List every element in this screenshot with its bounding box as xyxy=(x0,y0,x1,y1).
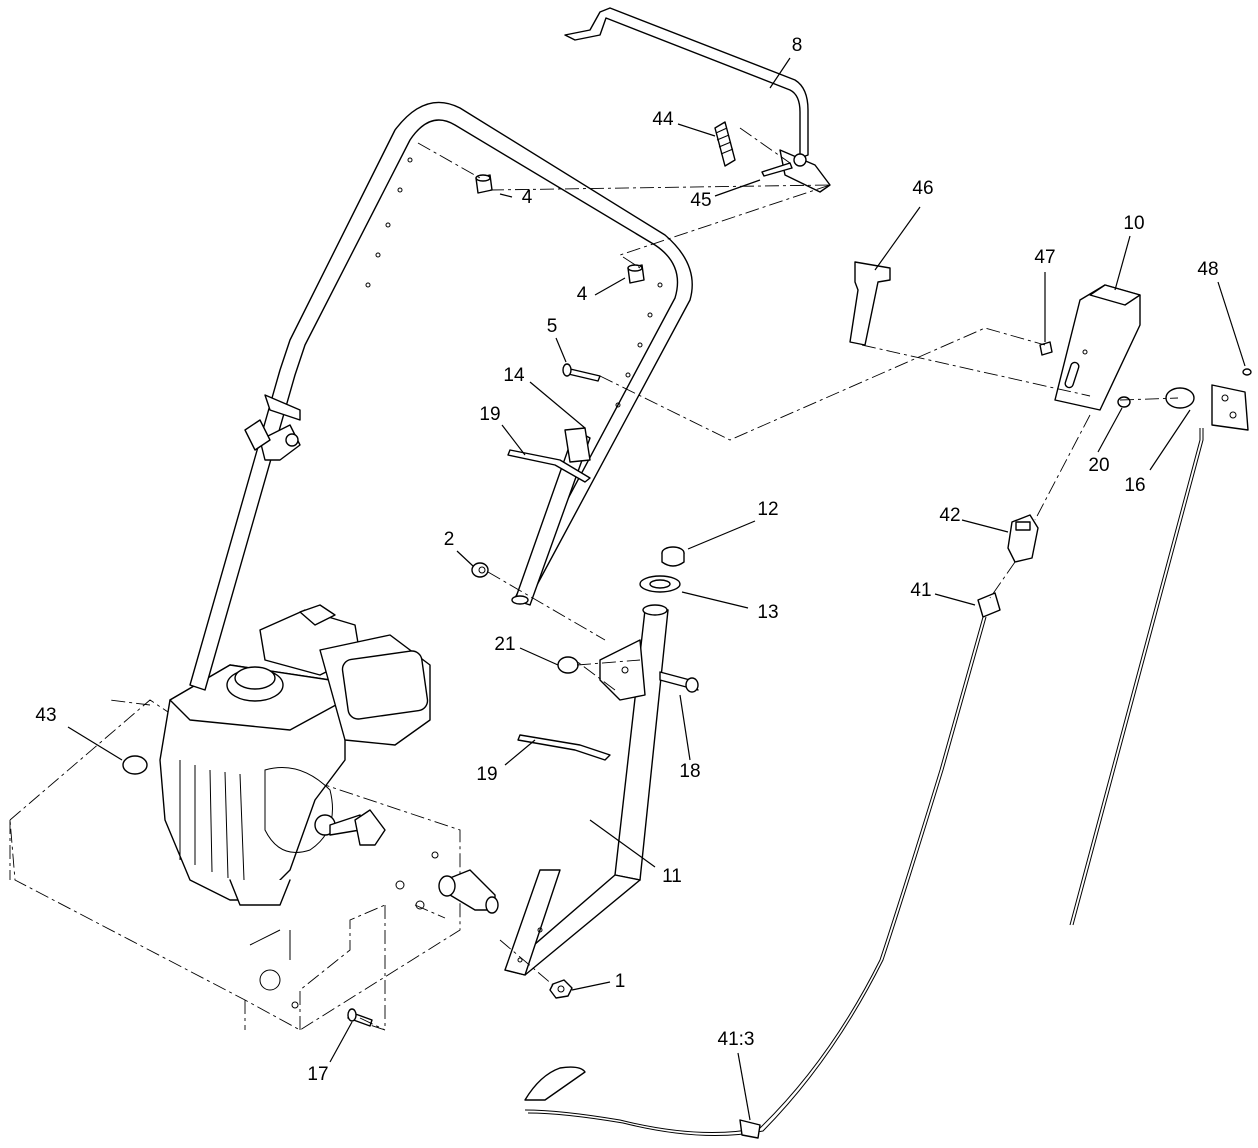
callout-10: 10 xyxy=(1123,213,1144,234)
callout-4-upper: 4 xyxy=(522,187,533,208)
engine xyxy=(159,604,431,906)
knob-21 xyxy=(557,656,579,674)
cable-tie-19-lower xyxy=(517,734,611,761)
handle-tube-11 xyxy=(504,604,669,976)
callout-41-3: 41:3 xyxy=(718,1029,755,1050)
callout-47: 47 xyxy=(1034,247,1055,268)
washer-13 xyxy=(639,575,681,593)
callout-2: 2 xyxy=(444,529,455,550)
bracket-46 xyxy=(849,261,891,346)
callout-19-upper: 19 xyxy=(479,404,500,425)
callout-42: 42 xyxy=(939,505,960,526)
latch-16 xyxy=(1069,384,1249,926)
leader-lines xyxy=(67,57,1246,1121)
plate-10 xyxy=(1054,284,1141,411)
callout-1: 1 xyxy=(615,971,626,992)
assembly-lines xyxy=(109,127,1179,1031)
nut-20 xyxy=(1117,396,1131,408)
switch-42 xyxy=(1007,514,1039,563)
callout-13: 13 xyxy=(757,602,778,623)
callout-17: 17 xyxy=(307,1064,328,1085)
callout-44: 44 xyxy=(652,109,674,130)
spring-44 xyxy=(714,121,736,167)
screw-48 xyxy=(1242,368,1252,376)
callout-18: 18 xyxy=(679,761,700,782)
bolts-4 xyxy=(475,174,645,284)
callout-labels: 8 44 45 4 4 5 14 19 46 10 47 48 20 16 12… xyxy=(35,35,1218,1085)
callout-43: 43 xyxy=(35,705,56,726)
screw-47 xyxy=(1039,341,1053,356)
nut-2 xyxy=(471,562,489,578)
callout-19-lower: 19 xyxy=(476,764,497,785)
callout-48: 48 xyxy=(1197,259,1218,280)
plug-43 xyxy=(122,755,148,775)
bolt-17 xyxy=(347,1008,373,1027)
callout-8: 8 xyxy=(792,35,803,56)
connector-41 xyxy=(524,592,1001,1139)
callout-16: 16 xyxy=(1124,475,1145,496)
mount-bolt xyxy=(438,869,499,914)
cable-tie-19-upper xyxy=(507,449,591,483)
callout-21: 21 xyxy=(494,634,515,655)
bolt-18 xyxy=(659,671,699,693)
callout-12: 12 xyxy=(757,499,778,520)
callout-45: 45 xyxy=(690,190,711,211)
cap-12 xyxy=(661,546,685,567)
bolt-5 xyxy=(562,363,601,382)
pin-45 xyxy=(761,162,793,177)
callout-14: 14 xyxy=(503,365,525,386)
upper-handle xyxy=(189,101,693,691)
nut-1 xyxy=(549,979,573,999)
callout-20: 20 xyxy=(1088,455,1109,476)
callout-41: 41 xyxy=(910,580,931,601)
callout-5: 5 xyxy=(547,316,558,337)
callout-4-lower: 4 xyxy=(577,284,588,305)
callout-11: 11 xyxy=(662,866,682,887)
callout-46: 46 xyxy=(912,178,933,199)
